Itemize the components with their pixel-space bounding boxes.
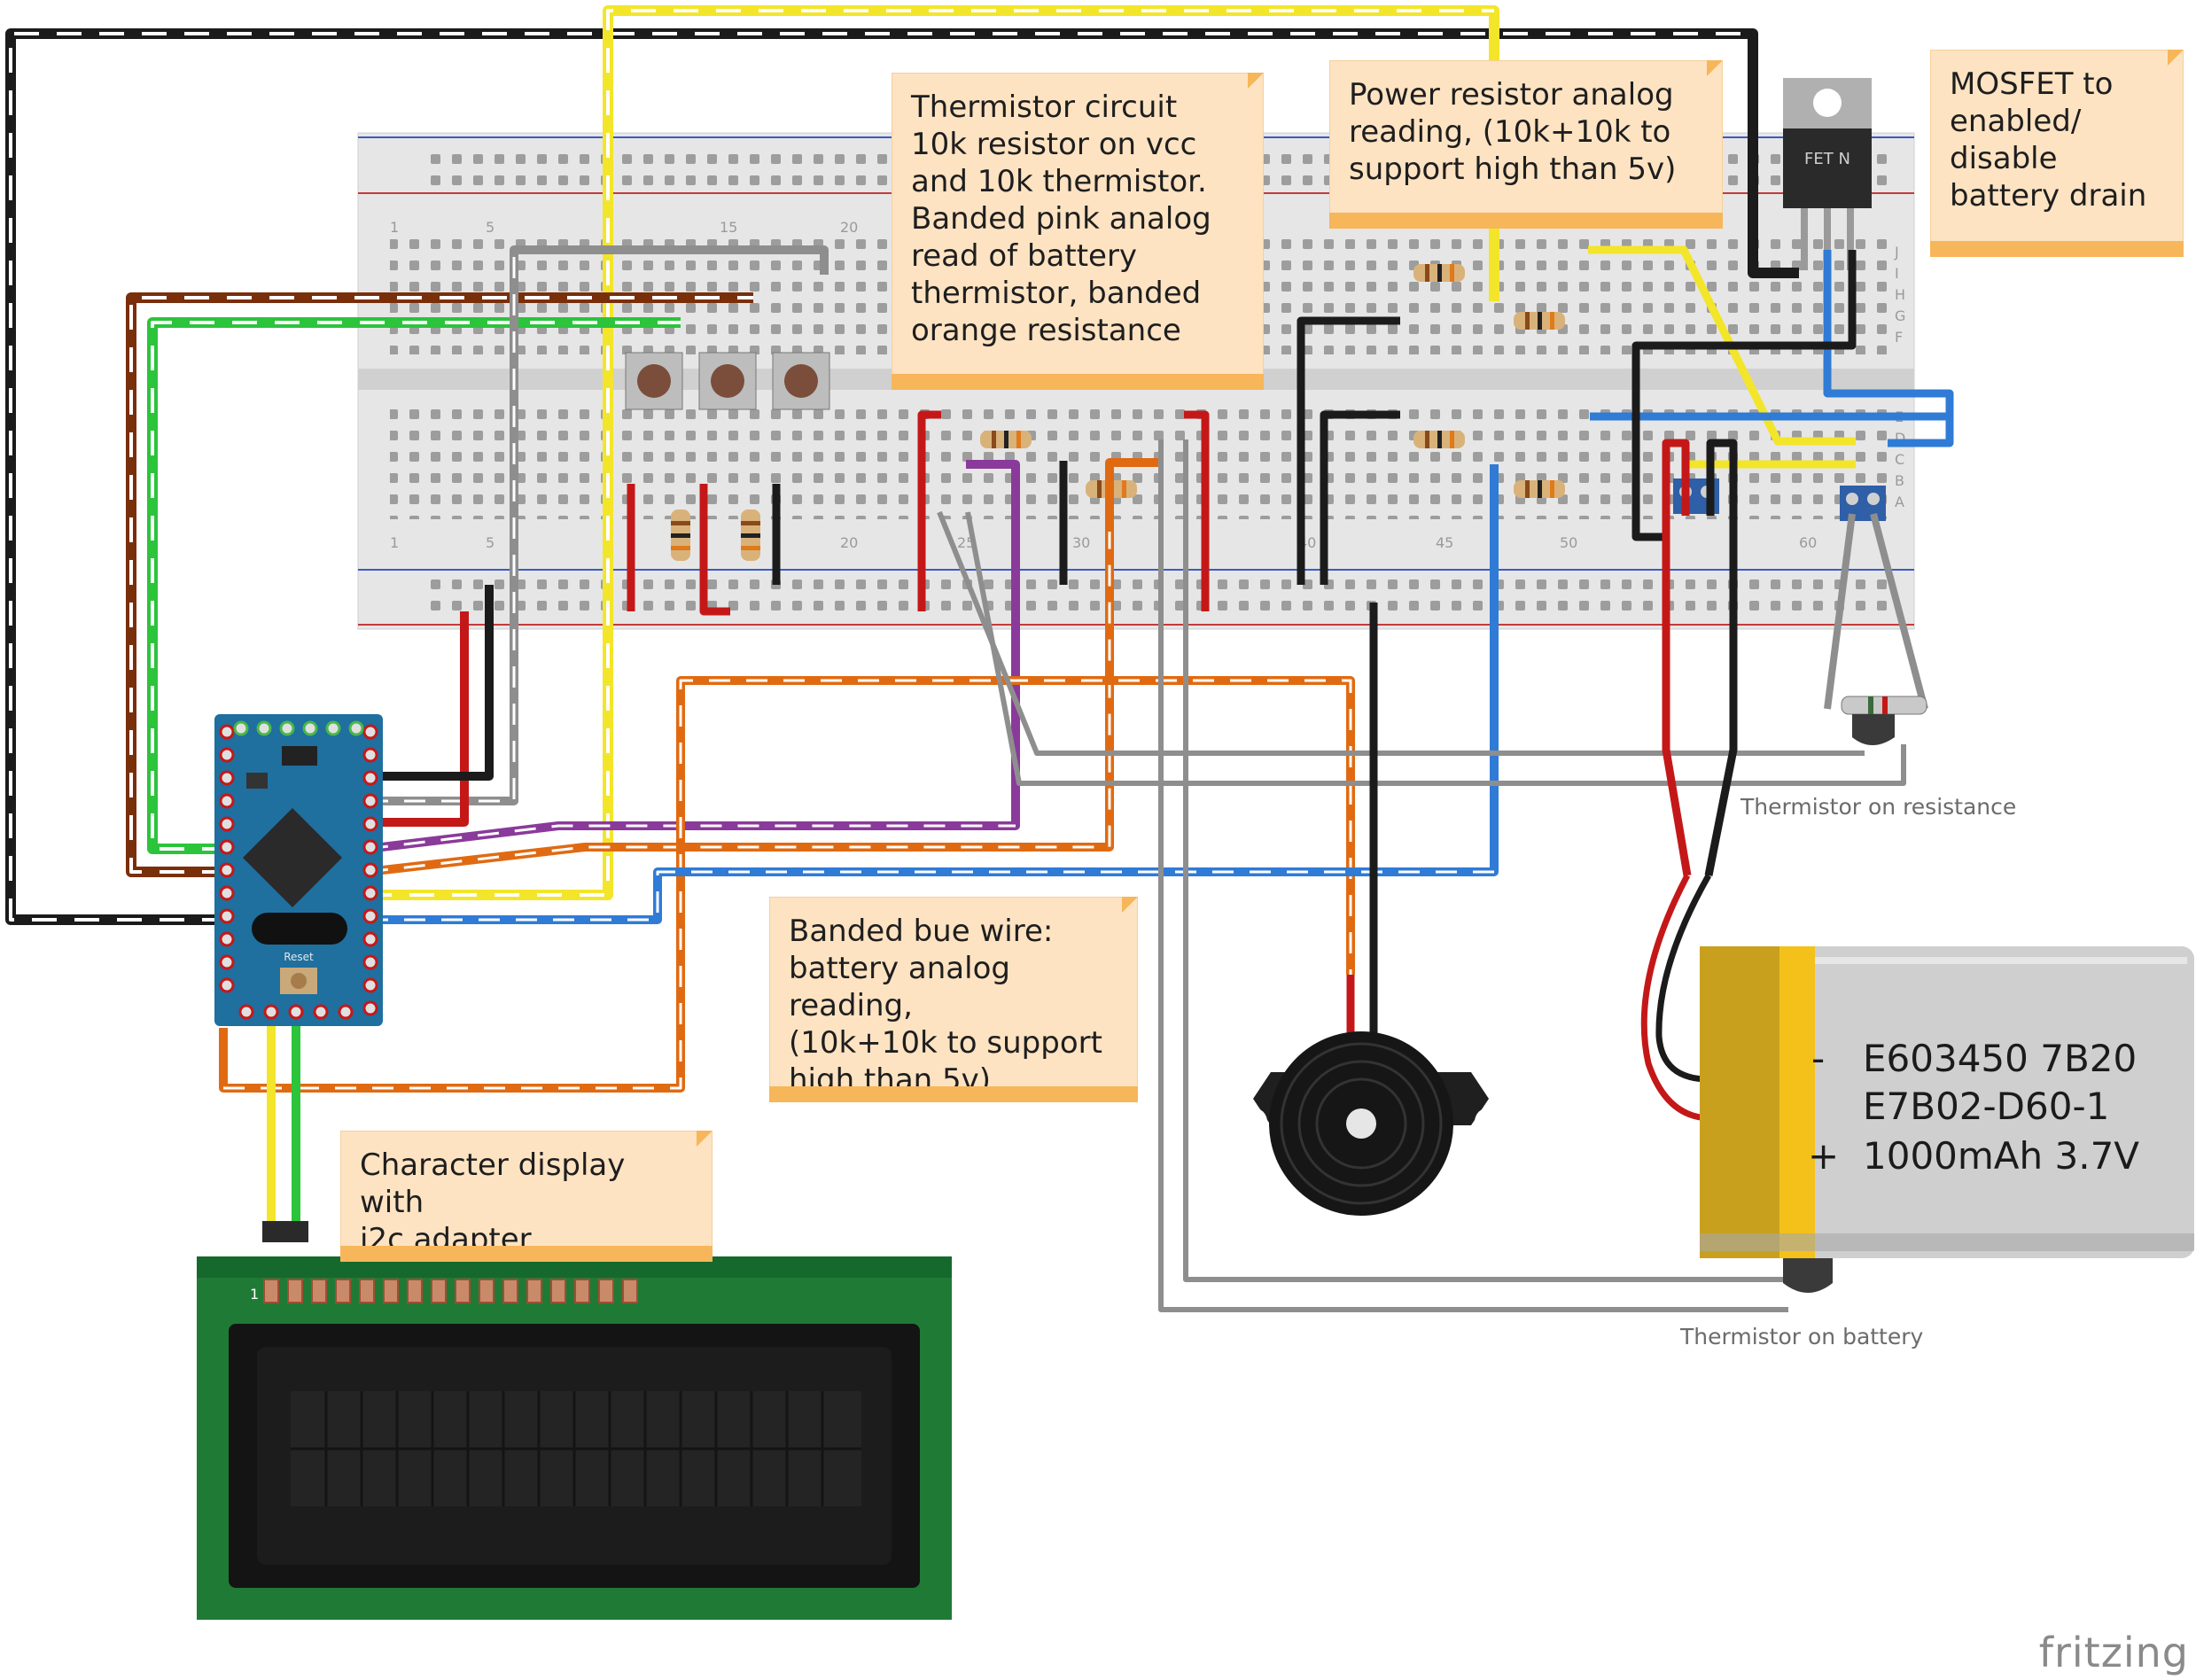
note-fold [2168,50,2184,66]
thermistor-battery [1783,1256,1833,1293]
wires [5,5,1954,1312]
note-mosfet: MOSFET to enabled/ disable battery drain [1930,50,2184,257]
battery-line-3: 1000mAh 3.7V [1863,1134,2140,1178]
col-number: 45 [1436,534,1453,551]
wire-grey [1870,512,1928,711]
row-letter: H [1895,286,1905,303]
wire-black [367,585,494,781]
arduino-pro-mini: Reset [214,714,383,1026]
lcd-pin-one-label: 1 [250,1286,259,1303]
note-bar [1329,213,1723,229]
col-number: 50 [1560,534,1577,551]
wire-green-band [151,321,681,851]
wire-red [1184,410,1210,611]
wire-orange-band [223,679,1352,1090]
lcd-display: 1 [197,1221,952,1620]
wire-grey-band [367,250,516,803]
wire-grey [965,511,1906,786]
wire-brown-band [129,296,753,874]
thermistor-resistance [1841,696,1927,745]
wire-black [1704,439,1738,876]
wire-black [1655,874,1712,1083]
col-number: 1 [390,534,399,551]
battery-plus: + [1808,1134,1840,1178]
note-display: Character display with i2c adapter [340,1131,713,1262]
col-number: 20 [840,219,858,236]
row-letter: G [1895,307,1905,324]
buzzer [1239,1031,1503,1216]
push-button [698,352,757,410]
note-fold [697,1131,713,1147]
note-thermistor-circuit: Thermistor circuit 10k resistor on vcc a… [892,73,1264,390]
wire-red [917,410,941,611]
col-number: 5 [486,219,494,236]
mosfet-label: FET N [1804,150,1850,168]
note-text: Banded bue wire: battery analog reading,… [789,914,1102,1098]
note-text: Power resistor analog reading, (10k+10k … [1349,77,1677,187]
caption-thermistor-battery: Thermistor on battery [1680,1324,1924,1349]
fritzing-logo: fritzing [2038,1629,2189,1676]
push-button [625,352,683,410]
row-letter: J [1894,244,1899,261]
row-letter: B [1895,472,1904,489]
note-text: Character display with i2c adapter [360,1147,626,1257]
resistor [1514,480,1565,498]
row-letter: A [1895,494,1904,510]
note-bar [769,1086,1138,1102]
wire-black [1631,250,1857,541]
wire-purple-band [366,824,1016,851]
wire-red [699,484,730,616]
wire-yellow-band [367,9,1494,897]
resistor [1413,431,1465,448]
note-power-resistor: Power resistor analog reading, (10k+10k … [1329,60,1723,229]
note-fold [1122,897,1138,913]
reset-label: Reset [284,951,314,963]
row-letter: C [1895,451,1904,468]
wire-black [1320,410,1400,585]
wire-blue [1879,412,1954,447]
resistor [1413,264,1465,282]
resistor [671,509,690,561]
mosfet: FET N [1783,78,1872,270]
battery-line-2: E7B02-D60-1 [1863,1085,2110,1128]
wire-grey [1183,439,1826,1282]
wire-orange [366,458,1159,876]
note-fold [1707,60,1723,76]
resistor [980,431,1032,448]
row-letter: F [1895,329,1903,346]
col-number: 60 [1799,534,1817,551]
wire-grey [1824,513,1856,710]
wire-grey [1158,439,1788,1312]
wire-orange-band [366,532,1111,874]
push-button [772,352,830,410]
lipo-battery [1700,946,2194,1258]
col-number: 30 [1072,534,1090,551]
wire-black [1297,316,1400,585]
wire-red [367,611,469,827]
battery-minus: - [1811,1037,1826,1080]
note-text: Thermistor circuit 10k resistor on vcc a… [911,89,1211,348]
note-blue-wire: Banded bue wire: battery analog reading,… [769,897,1138,1102]
wire-black-band [9,32,1753,922]
col-number: 5 [486,534,494,551]
note-bar [892,374,1264,390]
col-number: 15 [720,219,737,236]
col-number: 20 [840,534,858,551]
note-bar [1930,241,2184,257]
note-text: MOSFET to enabled/ disable battery drain [1950,66,2147,214]
row-letter: I [1895,265,1899,282]
wire-grey [937,510,1865,756]
col-number: 1 [390,219,399,236]
caption-thermistor-resistance: Thermistor on resistance [1740,794,2017,820]
wire-red [1662,439,1692,876]
note-bar [340,1246,713,1262]
resistor [1514,312,1565,330]
note-fold [1248,73,1264,89]
terminal-block [1840,486,1886,521]
resistor [741,509,760,561]
wire-blue-band [367,870,1494,922]
battery-line-1: E603450 7B20 [1863,1037,2138,1080]
wire-red [1640,874,1709,1122]
